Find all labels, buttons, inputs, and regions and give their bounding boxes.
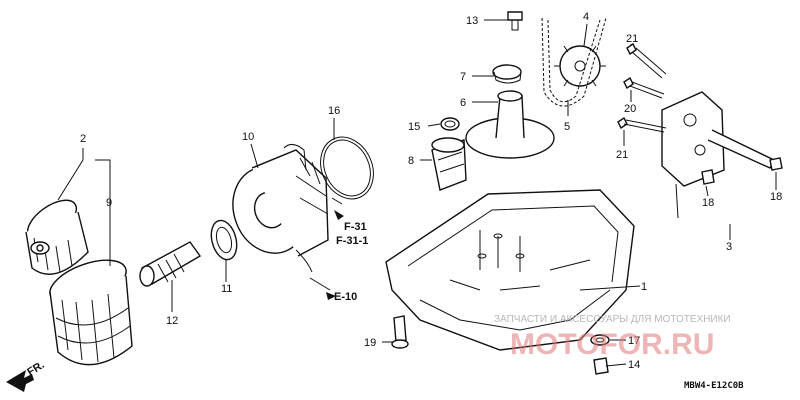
- dowel-pin-18-part: [701, 157, 783, 185]
- leader-lines: [57, 19, 777, 367]
- callout-12: 12: [166, 315, 178, 327]
- drain-bolt-14-part: [593, 357, 609, 375]
- relief-valve-part: [431, 137, 467, 191]
- callout-16: 16: [328, 105, 340, 117]
- oil-filter-cartridge-part: [49, 259, 133, 366]
- callout-5: 5: [564, 121, 570, 133]
- callout-7: 7: [460, 71, 466, 83]
- watermark-tagline: ЗАПЧАСТИ И АКСЕССУАРЫ ДЛЯ МОТОТЕХНИКИ: [494, 314, 731, 325]
- callout-21a: 21: [626, 33, 638, 45]
- drain-washer-17-part: [590, 334, 610, 346]
- oil-filter-part: [25, 199, 89, 275]
- drive-chain-part: [541, 17, 607, 107]
- callout-11: 11: [221, 283, 232, 295]
- callout-1: 1: [641, 281, 647, 293]
- oil-strainer-part: [465, 64, 555, 159]
- callout-labels: 1 2 3 4 5 6 7 8 9 10 11 12 13 14 15 16 1…: [80, 11, 782, 371]
- o-ring-15-part: [440, 117, 460, 131]
- callout-3: 3: [726, 241, 732, 253]
- ref-e-10: E-10: [334, 291, 357, 303]
- oil-cooler-part: [232, 144, 329, 273]
- callout-10: 10: [242, 131, 254, 143]
- ref-f-31-1: F-31-1: [336, 235, 368, 247]
- reference-arrows: [6, 210, 344, 392]
- callout-17: 17: [628, 335, 640, 347]
- callout-9: 9: [106, 197, 112, 209]
- callout-14: 14: [628, 359, 640, 371]
- ref-fr: FR.: [25, 359, 46, 379]
- ref-f-31: F-31: [344, 221, 367, 233]
- oil-pump-part: [661, 91, 775, 219]
- watermark: ЗАПЧАСТИ И АКСЕССУАРЫ ДЛЯ МОТОТЕХНИКИ MO…: [494, 314, 731, 361]
- diagram-code: MBW4-E12C0B: [684, 381, 744, 391]
- bolt-19-part: [391, 315, 409, 349]
- callout-2: 2: [80, 133, 86, 145]
- callout-20: 20: [624, 103, 636, 115]
- callout-13: 13: [466, 15, 478, 27]
- callout-18b: 18: [770, 191, 782, 203]
- bolt-20-part: [623, 76, 665, 99]
- callout-21b: 21: [616, 149, 628, 161]
- oil-pan-part: [385, 189, 635, 351]
- callout-15: 15: [408, 121, 420, 133]
- callout-6: 6: [460, 97, 466, 109]
- watermark-logo: MOTOFOR.RU: [510, 328, 714, 361]
- bolt-21-part: [617, 42, 667, 133]
- filter-boss-part: [139, 241, 202, 287]
- callout-4: 4: [583, 11, 589, 23]
- callout-18a: 18: [702, 197, 714, 209]
- o-ring-11-part: [210, 219, 238, 261]
- callout-8: 8: [408, 155, 414, 167]
- gasket-ring-16-part: [320, 136, 374, 200]
- callout-19: 19: [364, 337, 376, 349]
- sprocket-part: [554, 45, 606, 87]
- bolt-13-part: [507, 11, 523, 31]
